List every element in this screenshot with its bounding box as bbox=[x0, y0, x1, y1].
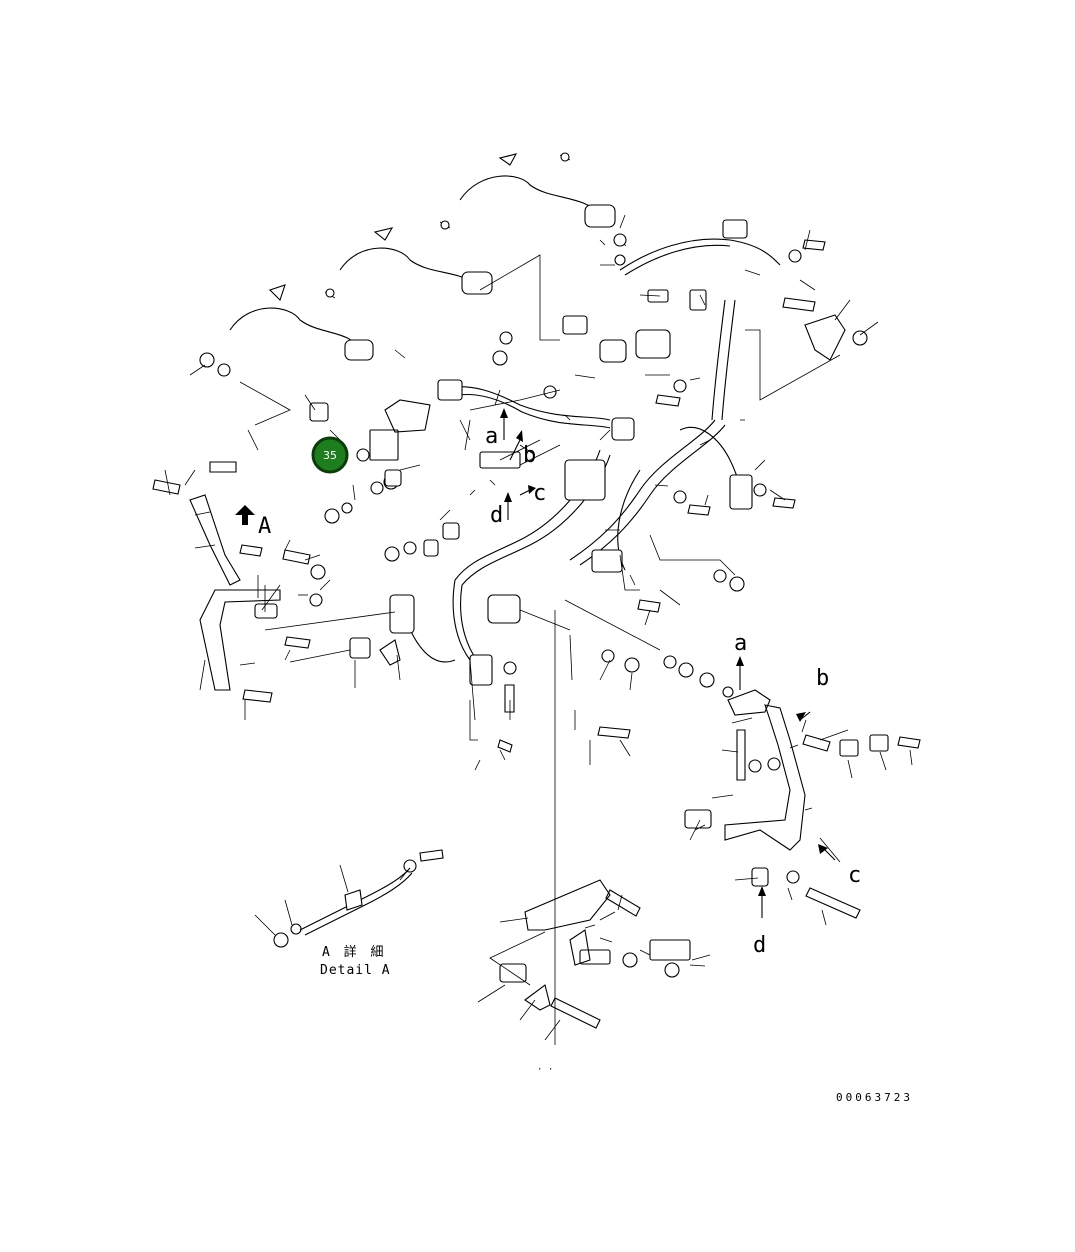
footer-mark: · · bbox=[537, 1065, 553, 1075]
view-letter-d-lower: d bbox=[753, 933, 766, 958]
main-wire-harness bbox=[389, 219, 781, 686]
detail-caption-en: Detail A bbox=[320, 963, 391, 978]
part-callout-35[interactable]: 35 bbox=[311, 436, 349, 474]
view-letter-A: A bbox=[258, 514, 271, 539]
brackets bbox=[189, 314, 846, 1011]
drawing-number: 00063723 bbox=[836, 1091, 913, 1104]
detail-a-harness bbox=[299, 867, 413, 936]
callout-circle[interactable] bbox=[311, 436, 349, 474]
view-letter-b-lower: b bbox=[816, 666, 829, 691]
detail-caption-jp: A 詳 細 bbox=[322, 944, 386, 960]
callout-number[interactable]: 35 bbox=[323, 449, 337, 462]
view-letter-d: d bbox=[490, 503, 503, 528]
view-letter-b: b bbox=[523, 443, 536, 468]
view-letter-c: c bbox=[533, 481, 546, 506]
direction-arrows bbox=[235, 408, 836, 918]
view-letter-a-lower: a bbox=[734, 631, 747, 656]
view-letter-a: a bbox=[485, 424, 498, 449]
view-letters: a b c d A a b c d bbox=[258, 424, 861, 958]
view-letter-c-lower: c bbox=[848, 863, 861, 888]
leader-lines bbox=[164, 214, 913, 1045]
hardware-parts bbox=[152, 233, 921, 1029]
sensor-harness-group bbox=[229, 152, 627, 361]
